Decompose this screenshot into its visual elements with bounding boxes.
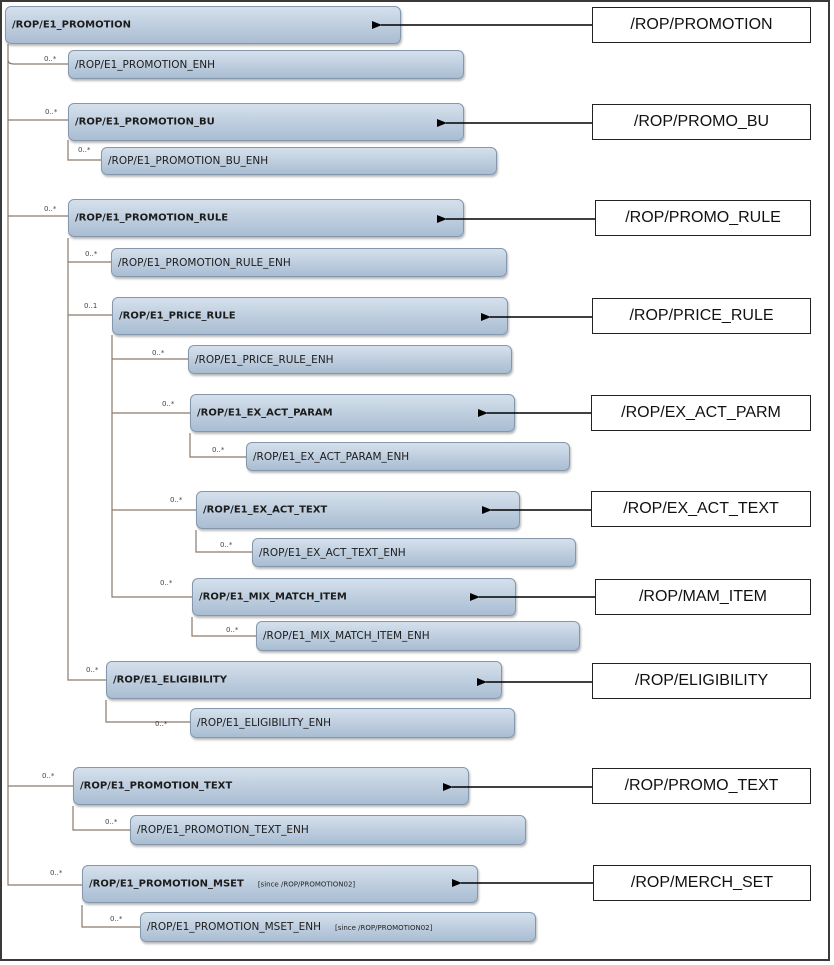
segment-label: /ROP/E1_ELIGIBILITY — [113, 674, 227, 686]
segment-label: /ROP/E1_EX_ACT_TEXT_ENH — [259, 546, 406, 559]
segment-mix-match-item[interactable]: /ROP/E1_MIX_MATCH_ITEM — [192, 578, 516, 616]
since-note: [since /ROP/PROMOTION02] — [257, 880, 356, 889]
segment-price-rule-enh[interactable]: /ROP/E1_PRICE_RULE_ENH — [188, 345, 512, 374]
cardinality-label: 0..* — [226, 626, 239, 634]
cardinality-label: 0..* — [110, 915, 123, 923]
segment-label: /ROP/E1_EX_ACT_PARAM — [197, 407, 333, 419]
segment-label: /ROP/E1_PROMOTION_MSET_ENH [since /ROP/PR… — [147, 921, 432, 933]
segment-label: /ROP/E1_PROMOTION_ENH — [75, 58, 216, 71]
cardinality-label: 0..* — [45, 108, 58, 116]
cardinality-label: 0..* — [86, 666, 99, 674]
segment-promotion-enh[interactable]: /ROP/E1_PROMOTION_ENH — [68, 50, 464, 79]
table-name: /ROP/PROMO_RULE — [625, 209, 781, 226]
table-card-promo-bu[interactable]: /ROP/PROMO_BU — [592, 104, 811, 140]
cardinality-label: 0..* — [42, 772, 55, 780]
segment-promotion[interactable]: /ROP/E1_PROMOTION — [5, 6, 401, 44]
cardinality-label: 0..* — [152, 349, 165, 357]
cardinality-label: 0..* — [44, 55, 57, 63]
cardinality-label: 0..1 — [84, 302, 97, 310]
segment-label: /ROP/E1_PROMOTION_RULE_ENH — [118, 256, 291, 269]
segment-label: /ROP/E1_PROMOTION — [12, 19, 132, 31]
table-card-mam-item[interactable]: /ROP/MAM_ITEM — [595, 579, 811, 615]
table-card-ex-act-text[interactable]: /ROP/EX_ACT_TEXT — [591, 491, 811, 527]
segment-promotion-text-enh[interactable]: /ROP/E1_PROMOTION_TEXT_ENH — [130, 815, 526, 845]
segment-ex-act-text-enh[interactable]: /ROP/E1_EX_ACT_TEXT_ENH — [252, 538, 576, 567]
since-note: [since /ROP/PROMOTION02] — [335, 924, 433, 932]
table-name: /ROP/ELIGIBILITY — [634, 672, 769, 689]
segment-label: /ROP/E1_PRICE_RULE — [119, 310, 236, 322]
segment-mix-match-item-enh[interactable]: /ROP/E1_MIX_MATCH_ITEM_ENH — [256, 621, 580, 651]
cardinality-label: 0..* — [85, 250, 98, 258]
segment-label: /ROP/E1_PROMOTION_BU — [75, 116, 215, 128]
table-name: /ROP/EX_ACT_TEXT — [623, 500, 779, 517]
table-card-price-rule[interactable]: /ROP/PRICE_RULE — [592, 298, 811, 334]
segment-label: /ROP/E1_PRICE_RULE_ENH — [195, 353, 334, 366]
table-card-promotion[interactable]: /ROP/PROMOTION — [592, 7, 811, 43]
segment-name: /ROP/E1_PROMOTION_MSET_ENH — [147, 921, 322, 933]
cardinality-label: 0..* — [155, 720, 168, 728]
table-name: /ROP/PROMO_TEXT — [624, 777, 779, 794]
table-name: /ROP/EX_ACT_PARM — [621, 404, 781, 421]
table-card-ex-act-parm[interactable]: /ROP/EX_ACT_PARM — [591, 395, 811, 431]
segment-label: /ROP/E1_EX_ACT_TEXT — [203, 504, 328, 516]
segment-name: /ROP/E1_PROMOTION_MSET — [89, 878, 244, 890]
segment-label: /ROP/E1_PROMOTION_TEXT — [80, 780, 233, 792]
cardinality-label: 0..* — [105, 818, 118, 826]
cardinality-label: 0..* — [78, 146, 91, 154]
table-card-eligibility[interactable]: /ROP/ELIGIBILITY — [592, 663, 811, 699]
cardinality-label: 0..* — [44, 205, 57, 213]
cardinality-label: 0..* — [160, 579, 173, 587]
segment-label: /ROP/E1_PROMOTION_BU_ENH — [108, 155, 269, 167]
segment-label: /ROP/E1_ELIGIBILITY_ENH — [197, 717, 332, 729]
table-name: /ROP/PROMO_BU — [633, 113, 770, 130]
segment-eligibility[interactable]: /ROP/E1_ELIGIBILITY — [106, 661, 502, 699]
cardinality-label: 0..* — [170, 496, 183, 504]
segment-ex-act-param[interactable]: /ROP/E1_EX_ACT_PARAM — [190, 394, 515, 432]
cardinality-label: 0..* — [50, 869, 63, 877]
segment-promotion-text[interactable]: /ROP/E1_PROMOTION_TEXT — [73, 767, 469, 805]
segment-promotion-rule-enh[interactable]: /ROP/E1_PROMOTION_RULE_ENH — [111, 248, 507, 277]
segment-promotion-bu-enh[interactable]: /ROP/E1_PROMOTION_BU_ENH — [101, 147, 497, 175]
segment-label: /ROP/E1_MIX_MATCH_ITEM_ENH — [263, 630, 430, 642]
table-card-promo-rule[interactable]: /ROP/PROMO_RULE — [595, 200, 811, 236]
segment-label: /ROP/E1_PROMOTION_RULE — [75, 212, 229, 224]
segment-promotion-rule[interactable]: /ROP/E1_PROMOTION_RULE — [68, 199, 464, 237]
table-name: /ROP/PRICE_RULE — [629, 307, 774, 324]
segment-label: /ROP/E1_MIX_MATCH_ITEM — [199, 591, 347, 603]
segment-label: /ROP/E1_EX_ACT_PARAM_ENH — [253, 450, 410, 463]
cardinality-label: 0..* — [162, 400, 175, 408]
table-card-promo-text[interactable]: /ROP/PROMO_TEXT — [592, 768, 811, 804]
segment-label: /ROP/E1_PROMOTION_TEXT_ENH — [137, 824, 309, 836]
segment-ex-act-text[interactable]: /ROP/E1_EX_ACT_TEXT — [196, 491, 520, 529]
segment-price-rule[interactable]: /ROP/E1_PRICE_RULE — [112, 297, 508, 335]
segment-promotion-bu[interactable]: /ROP/E1_PROMOTION_BU — [68, 103, 464, 141]
table-name: /ROP/MAM_ITEM — [638, 588, 767, 605]
table-name: /ROP/PROMOTION — [630, 16, 773, 33]
segment-promotion-mset[interactable]: /ROP/E1_PROMOTION_MSET [since /ROP/PROMOT… — [82, 865, 478, 903]
segment-eligibility-enh[interactable]: /ROP/E1_ELIGIBILITY_ENH — [190, 708, 515, 738]
table-card-merch-set[interactable]: /ROP/MERCH_SET — [593, 865, 811, 901]
cardinality-label: 0..* — [220, 541, 233, 549]
segment-label: /ROP/E1_PROMOTION_MSET [since /ROP/PROMOT… — [89, 879, 355, 890]
cardinality-label: 0..* — [212, 446, 225, 454]
table-name: /ROP/MERCH_SET — [630, 874, 774, 891]
segment-promotion-mset-enh[interactable]: /ROP/E1_PROMOTION_MSET_ENH [since /ROP/PR… — [140, 912, 536, 942]
segment-ex-act-param-enh[interactable]: /ROP/E1_EX_ACT_PARAM_ENH — [246, 442, 570, 471]
